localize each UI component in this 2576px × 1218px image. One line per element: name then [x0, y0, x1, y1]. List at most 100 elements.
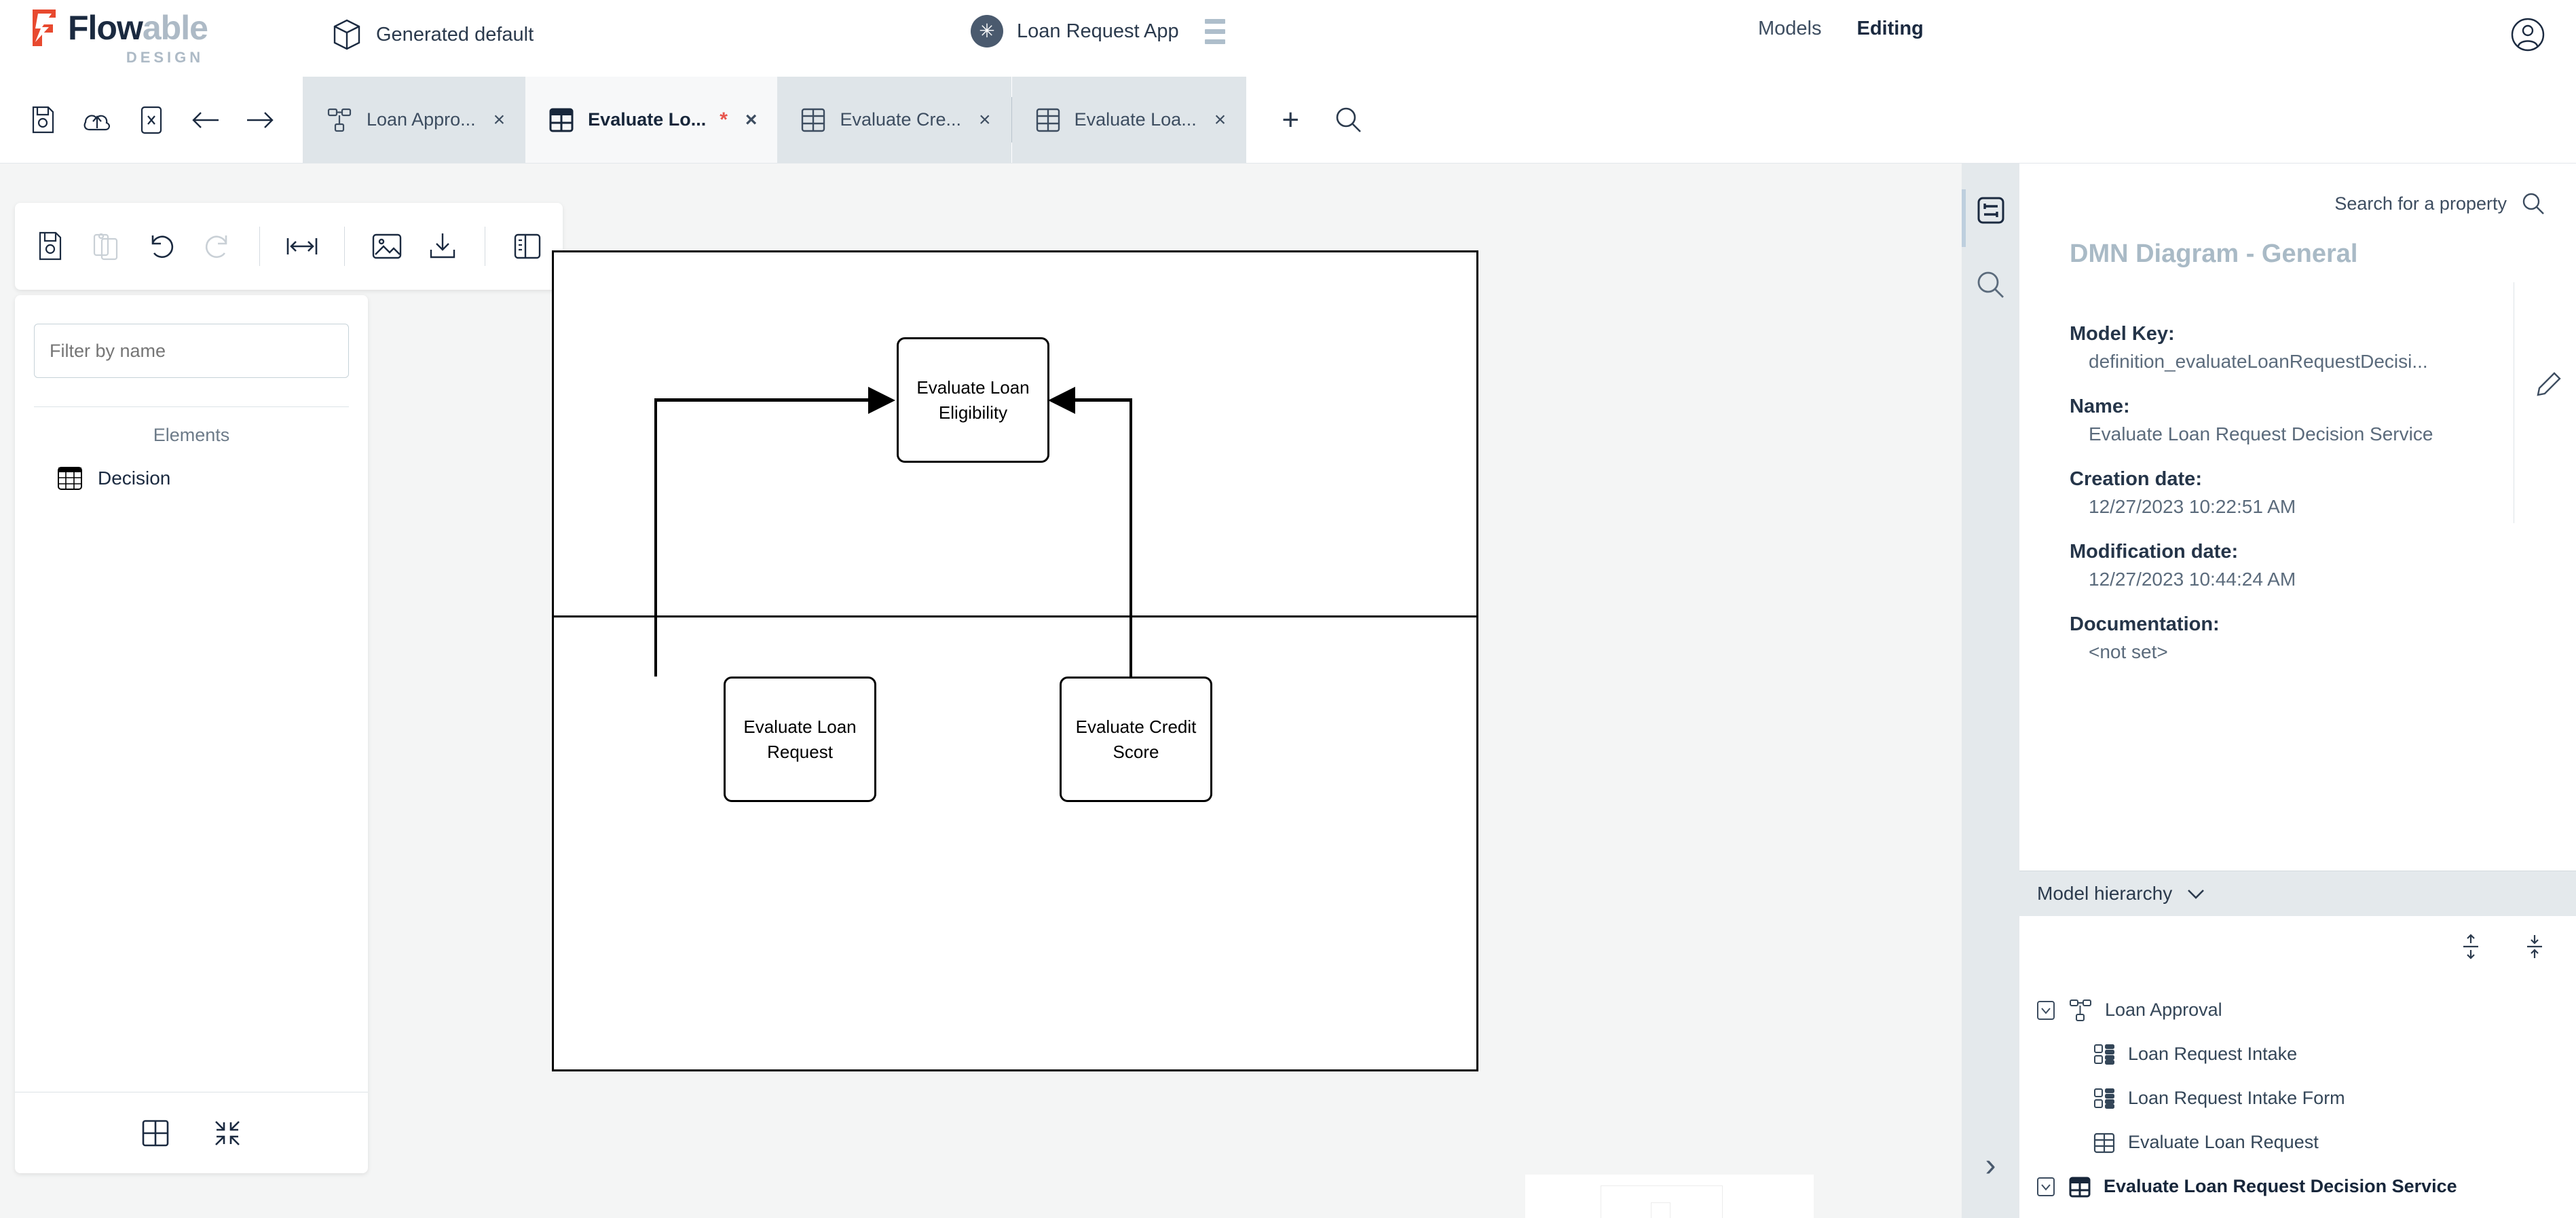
hierarchy-item-loan-request-intake-form[interactable]: Loan Request Intake Form [2019, 1076, 2576, 1120]
palette-divider [34, 406, 349, 407]
logo-subtitle: DESIGN [126, 49, 204, 66]
forward-arrow-icon[interactable] [244, 104, 276, 136]
expand-panel-chevron-icon[interactable]: › [1985, 1147, 1996, 1183]
hierarchy-tools [2461, 934, 2545, 959]
undo-icon[interactable] [144, 229, 179, 264]
process-icon [326, 107, 353, 134]
hierarchy-item-loan-request-intake[interactable]: Loan Request Intake [2019, 1032, 2576, 1076]
form-icon [2093, 1087, 2116, 1110]
properties-panel: Search for a property DMN Diagram - Gene… [2019, 164, 2576, 1218]
collapse-all-icon[interactable] [212, 1118, 242, 1148]
decision-table-icon [2093, 1131, 2116, 1154]
model-hierarchy-title: Model hierarchy [2037, 883, 2173, 904]
app-header: Flowable DESIGN Generated default ✳ Loan… [0, 0, 2576, 77]
tabbar-actions: + [1246, 77, 1393, 163]
new-tab-icon[interactable]: + [1282, 102, 1300, 136]
decision-table-icon [2068, 1175, 2091, 1198]
dmn-node-evaluate-credit-score[interactable]: Evaluate Credit Score [1060, 677, 1212, 802]
app-selector[interactable]: ✳ Loan Request App [971, 15, 1225, 47]
search-icon[interactable] [2522, 192, 2545, 215]
pencil-edit-icon[interactable] [2535, 370, 2562, 398]
prop-label-documentation: Documentation: [2070, 613, 2220, 635]
model-hierarchy-header[interactable]: Model hierarchy [2019, 871, 2576, 916]
workspace-selector[interactable]: Generated default [333, 19, 534, 50]
save-icon[interactable] [33, 229, 68, 264]
prop-value-creation-date: 12/27/2023 10:22:51 AM [2089, 496, 2296, 517]
edge-loan-request-to-eligibility [654, 398, 657, 677]
hierarchy-item-label: Loan Approval [2105, 1000, 2222, 1020]
tab-close-icon[interactable]: × [1214, 108, 1227, 131]
cube-icon [333, 19, 361, 50]
collapse-checkbox-icon[interactable] [2036, 1177, 2056, 1197]
edge-loan-request-horizontal [654, 398, 872, 402]
tab-bar: Loan Appro... × Evaluate Lo... * × Evalu [0, 77, 2576, 164]
search-icon[interactable] [1962, 257, 2019, 313]
redo-icon[interactable] [200, 229, 235, 264]
header-nav: Models Editing [1758, 18, 1924, 40]
hierarchy-item-evaluate-loan-request-decision-service[interactable]: Evaluate Loan Request Decision Service [2019, 1164, 2576, 1209]
tab-label: Loan Appro... [367, 109, 476, 130]
diagram-canvas[interactable]: Elements Decision [0, 164, 1962, 1218]
dmn-node-evaluate-loan-request[interactable]: Evaluate Loan Request [724, 677, 876, 802]
arrowhead-right [1048, 387, 1075, 414]
prop-label-name: Name: [2070, 396, 2130, 417]
palette-footer [15, 1092, 368, 1173]
hierarchy-item-evaluate-credit-score[interactable]: Evaluate Credit Score [2019, 1209, 2576, 1218]
search-tabs-icon[interactable] [1333, 104, 1364, 136]
prop-value-model-key: definition_evaluateLoanRequestDecisi... [2089, 351, 2428, 372]
toggle-panel-icon[interactable] [510, 229, 545, 264]
tab-close-icon[interactable]: × [493, 108, 506, 131]
decision-table-icon [57, 466, 83, 491]
tab-close-icon[interactable]: × [979, 108, 991, 131]
tabbar-tools [0, 77, 303, 163]
tab-close-icon[interactable]: × [745, 108, 758, 131]
collapse-checkbox-icon[interactable] [2036, 1000, 2056, 1021]
decision-table-icon [1035, 107, 1061, 133]
nav-item-editing[interactable]: Editing [1856, 18, 1924, 39]
download-icon[interactable] [425, 229, 460, 264]
properties-panel-icon[interactable] [1962, 183, 2019, 238]
palette-filter[interactable] [34, 324, 349, 378]
tab-separator [1011, 97, 1012, 142]
hierarchy-item-label: Loan Request Intake [2128, 1044, 2298, 1064]
close-model-icon[interactable] [136, 104, 167, 136]
chevron-down-icon[interactable] [2186, 887, 2206, 900]
user-account-icon[interactable] [2511, 18, 2545, 52]
model-hierarchy-list: Loan Approval Loan Request Intake [2019, 988, 2576, 1218]
app-name-label: Loan Request App [1017, 20, 1179, 42]
filter-by-name-input[interactable] [50, 340, 333, 362]
elements-palette: Elements Decision [15, 295, 368, 1173]
tab-evaluate-loan-request[interactable]: Evaluate Loa... × [1011, 77, 1247, 163]
decision-table-icon [548, 107, 574, 133]
tab-label: Evaluate Loa... [1074, 109, 1197, 130]
back-arrow-icon[interactable] [190, 104, 221, 136]
logo-text-flow: Flow [68, 9, 143, 47]
property-search[interactable]: Search for a property [2019, 164, 2576, 215]
expand-all-icon[interactable] [2461, 934, 2481, 959]
copy-icon[interactable] [88, 229, 124, 264]
hierarchy-item-loan-approval[interactable]: Loan Approval [2019, 988, 2576, 1032]
fit-width-icon[interactable] [284, 229, 320, 264]
tab-loan-approval[interactable]: Loan Appro... × [303, 77, 526, 163]
grid-layout-icon[interactable] [141, 1118, 170, 1148]
flowable-logo[interactable]: Flowable DESIGN [29, 8, 259, 71]
tab-evaluate-credit-score[interactable]: Evaluate Cre... × [777, 77, 1011, 163]
nav-item-models[interactable]: Models [1758, 18, 1822, 39]
minimap-node-top [1651, 1202, 1670, 1218]
diagram-minimap[interactable] [1525, 1175, 1814, 1218]
tab-evaluate-loan-request-decision-service[interactable]: Evaluate Lo... * × [525, 77, 778, 163]
export-image-icon[interactable] [369, 229, 405, 264]
prop-value-modification-date: 12/27/2023 10:44:24 AM [2089, 569, 2296, 590]
app-avatar: ✳ [971, 15, 1003, 47]
property-search-label: Search for a property [2334, 193, 2507, 214]
edge-credit-score-to-eligibility [1130, 398, 1132, 677]
publish-cloud-icon[interactable] [81, 104, 113, 136]
minimap-outer-box [1601, 1185, 1723, 1218]
dmn-decision-service-box[interactable]: Evaluate Loan Eligibility Evaluate Loan … [552, 250, 1478, 1071]
hamburger-menu-icon[interactable] [1204, 18, 1225, 44]
save-model-icon[interactable] [27, 104, 58, 136]
dmn-node-evaluate-loan-eligibility[interactable]: Evaluate Loan Eligibility [897, 337, 1049, 463]
hierarchy-item-evaluate-loan-request[interactable]: Evaluate Loan Request [2019, 1120, 2576, 1164]
palette-item-decision[interactable]: Decision [57, 466, 368, 491]
collapse-all-icon[interactable] [2524, 934, 2545, 959]
